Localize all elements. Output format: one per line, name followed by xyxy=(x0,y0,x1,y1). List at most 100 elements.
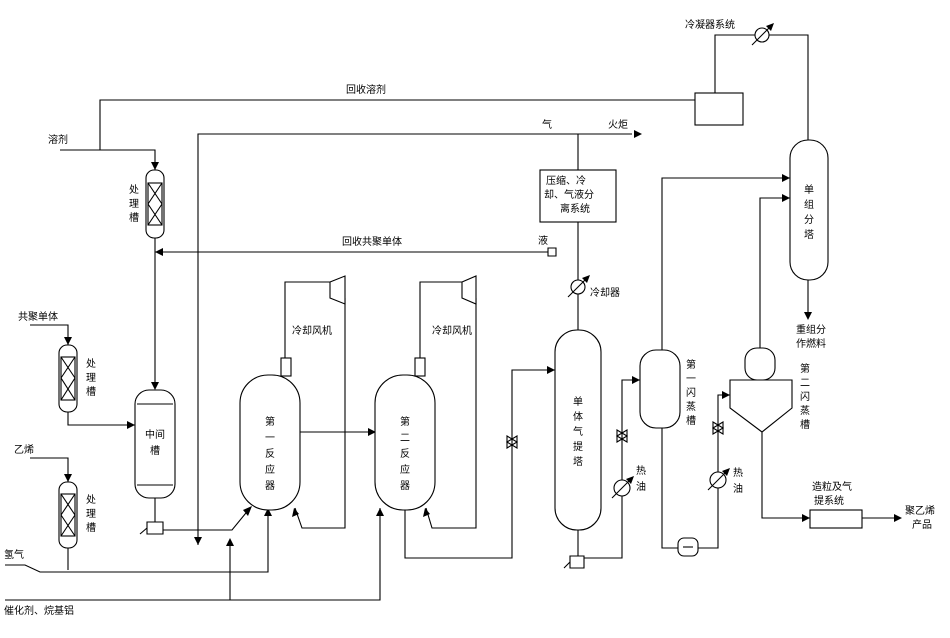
cooler-exchanger xyxy=(567,275,590,298)
flash-tank-1 xyxy=(639,349,681,429)
arrow xyxy=(64,474,72,482)
reactor-1 xyxy=(239,357,301,511)
valve-icon xyxy=(711,421,725,435)
flash1-bottom-line xyxy=(661,428,678,549)
svg-text:产品: 产品 xyxy=(912,518,932,531)
svg-text:闪: 闪 xyxy=(800,390,810,403)
svg-text:分: 分 xyxy=(804,214,814,226)
svg-text:槽: 槽 xyxy=(129,211,139,224)
reactor-2 xyxy=(374,357,436,511)
arrow xyxy=(226,538,234,546)
arrow xyxy=(804,312,812,320)
reactor2-vent-line xyxy=(419,281,462,360)
condenser-loop-line xyxy=(714,34,809,145)
arrow xyxy=(634,130,642,138)
svg-text:油: 油 xyxy=(733,482,743,495)
svg-text:一: 一 xyxy=(686,374,696,385)
solvent-label: 溶剂 xyxy=(48,133,68,146)
gas-label: 气 xyxy=(542,118,552,131)
arrow xyxy=(722,391,730,399)
monomer-stripper xyxy=(554,329,602,531)
compress-system-label: 压缩、冷 却、气液分 离系统 xyxy=(544,174,594,215)
svg-text:槽: 槽 xyxy=(800,418,810,431)
arrow xyxy=(127,421,135,429)
arrow xyxy=(64,337,72,345)
valve-icon xyxy=(615,429,629,443)
svg-text:槽: 槽 xyxy=(150,444,160,457)
recovered-comonomer-label: 回收共聚单体 xyxy=(342,235,402,248)
arrow xyxy=(802,514,810,522)
arrow xyxy=(368,428,376,436)
hot-oil-exchanger-2 xyxy=(707,468,730,491)
svg-text:应: 应 xyxy=(265,463,275,476)
treater-1 xyxy=(145,169,165,239)
recovered-solvent-label: 回收溶剂 xyxy=(346,83,386,96)
flash1-overhead-line xyxy=(661,177,790,360)
svg-text:体: 体 xyxy=(573,411,583,423)
svg-text:重组分: 重组分 xyxy=(796,323,826,336)
svg-text:单: 单 xyxy=(573,396,583,408)
arrow xyxy=(155,248,163,256)
reactor2-to-stripper-line xyxy=(404,369,555,559)
hydrogen-feed-line xyxy=(5,508,269,573)
reactor1-return-line xyxy=(294,298,346,529)
intermediate-tank-label: 中间 槽 xyxy=(145,428,165,457)
svg-text:塔: 塔 xyxy=(573,455,583,468)
single-component-separator xyxy=(789,139,829,281)
monomer-stripper-label: 单 体 气 提 塔 xyxy=(573,396,583,468)
svg-text:槽: 槽 xyxy=(86,385,96,398)
recovered-solvent-line xyxy=(99,99,695,150)
single-component-separator-label: 单 组 分 塔 xyxy=(804,184,814,241)
feed-pump-icon xyxy=(139,521,164,535)
condenser-system-label: 冷凝器系统 xyxy=(685,18,735,31)
heavy-components-fuel-label: 重组分 作燃料 xyxy=(796,323,826,350)
liquid-pump-icon xyxy=(547,247,557,257)
solvent-feed-line xyxy=(60,149,156,170)
flash-tank-2-label: 第 二 闪 蒸 槽 xyxy=(800,362,810,431)
treater-3 xyxy=(58,481,78,549)
reactor-1-label: 第 一 反 应 器 xyxy=(265,415,275,492)
catalyst-feed-line xyxy=(5,508,381,601)
pump-to-reactor1-line xyxy=(163,507,251,531)
hot-oil-2-label: 热 油 xyxy=(733,466,743,495)
arrow xyxy=(547,366,555,374)
svg-text:提: 提 xyxy=(573,441,583,453)
arrow xyxy=(376,508,384,516)
svg-text:处: 处 xyxy=(129,184,139,196)
catalyst-label: 催化剂、烷基铝 xyxy=(4,604,74,617)
treater-3-label: 处 理 槽 xyxy=(86,494,96,534)
arrow xyxy=(243,506,252,516)
svg-text:器: 器 xyxy=(265,480,275,492)
svg-text:理: 理 xyxy=(86,508,96,520)
condenser-system-box xyxy=(694,92,744,126)
svg-text:油: 油 xyxy=(636,480,646,493)
svg-text:处: 处 xyxy=(86,358,96,370)
flare-label: 火炬 xyxy=(608,118,628,131)
svg-text:第: 第 xyxy=(686,358,696,371)
valve-icon xyxy=(505,435,519,449)
treater-1-label: 处 理 槽 xyxy=(129,184,139,224)
reactor-2-label: 第 二 反 应 器 xyxy=(400,415,410,492)
flow-arrows xyxy=(64,130,902,546)
svg-text:聚乙烯: 聚乙烯 xyxy=(905,504,935,517)
svg-text:作燃料: 作燃料 xyxy=(796,337,826,350)
svg-text:塔: 塔 xyxy=(804,228,814,241)
svg-text:却、气液分: 却、气液分 xyxy=(544,188,594,201)
ethylene-feed-line xyxy=(30,457,69,482)
pe-product-label: 聚乙烯 产品 xyxy=(905,504,935,531)
hot-oil-exchanger-1 xyxy=(611,476,634,499)
svg-text:气: 气 xyxy=(573,425,583,438)
arrow xyxy=(894,514,902,522)
reactor2-return-line xyxy=(425,298,477,529)
svg-text:第: 第 xyxy=(265,415,275,428)
svg-text:提系统: 提系统 xyxy=(814,494,844,507)
stripper-pump-icon xyxy=(563,555,585,569)
arrow xyxy=(423,508,430,517)
svg-text:应: 应 xyxy=(400,463,410,476)
svg-text:器: 器 xyxy=(400,480,410,492)
liquid-label: 液 xyxy=(538,234,548,247)
gear-pump-icon xyxy=(677,537,699,557)
svg-text:槽: 槽 xyxy=(686,414,696,427)
svg-text:造粒及气: 造粒及气 xyxy=(812,480,852,493)
svg-text:理: 理 xyxy=(86,372,96,384)
